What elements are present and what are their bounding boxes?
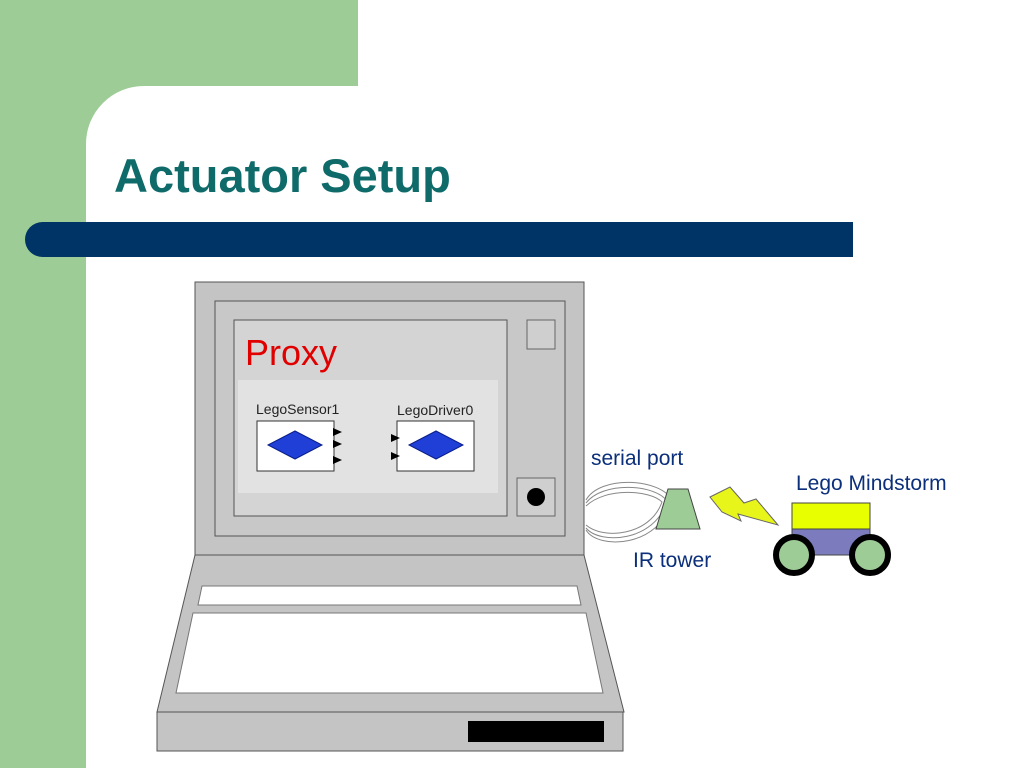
- robot-body: [791, 502, 871, 530]
- laptop-illustration: Proxy LegoSensor1 LegoDriver0: [156, 281, 625, 752]
- lego-robot: [773, 502, 891, 576]
- laptop-keyboard-strip: [197, 585, 582, 606]
- driver-input-port-icon: [391, 434, 400, 442]
- robot-label: Lego Mindstorm: [796, 472, 947, 495]
- sensor-output-port-icon: [333, 456, 342, 464]
- serial-port-label: serial port: [591, 447, 683, 470]
- laptop-touchpad-area: [175, 612, 604, 694]
- sensor-output-port-icon: [333, 428, 342, 436]
- laptop-side-button: [526, 319, 556, 350]
- slide-title: Actuator Setup: [114, 149, 451, 202]
- ir-tower-label: IR tower: [633, 549, 711, 572]
- ir-tower: [655, 488, 701, 530]
- laptop-slot: [468, 721, 604, 742]
- sensor-label: LegoSensor1: [256, 401, 340, 417]
- serial-cable: [585, 481, 673, 543]
- sensor-output-port-icon: [333, 440, 342, 448]
- driver-label: LegoDriver0: [397, 402, 473, 418]
- ir-signal-bolt-icon: [709, 486, 780, 526]
- robot-wheel-right: [849, 534, 891, 576]
- power-dot-icon: [527, 488, 545, 506]
- robot-wheel-left: [773, 534, 815, 576]
- driver-input-port-icon: [391, 452, 400, 460]
- sensor-diamond-icon: [266, 430, 324, 460]
- proxy-label: Proxy: [245, 332, 337, 373]
- driver-diamond-icon: [407, 430, 465, 460]
- title-underline-bar: [25, 222, 853, 257]
